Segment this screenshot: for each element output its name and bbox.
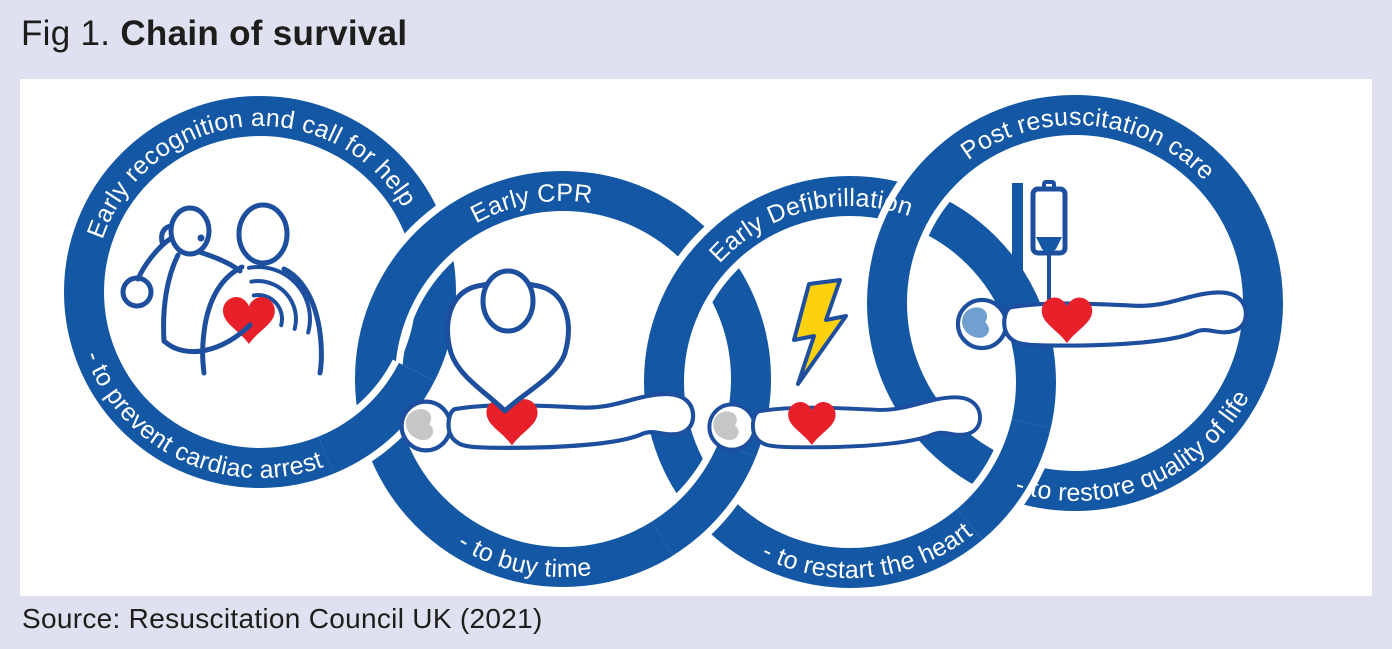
rescuer-head (480, 268, 536, 334)
source-caption: Source: Resuscitation Council UK (2021) (22, 603, 543, 634)
caller-body-line (161, 252, 181, 344)
iv-drip-patient-icon (958, 180, 1246, 348)
caller-and-chest-pain-icon (120, 202, 324, 376)
pain-wave-icon (249, 279, 298, 331)
ring-1-weave-segment (317, 362, 435, 474)
caller-arm-line (193, 248, 243, 274)
caller-hand-to-heart-line (161, 322, 253, 355)
iv-stand-pole (1012, 183, 1023, 309)
chain-of-survival-panel: Early recognition and call for help - to… (20, 79, 1372, 596)
pain-wave-icon (247, 265, 312, 335)
pain-wave-icon (251, 293, 284, 328)
patient-torso-right (281, 266, 324, 376)
iv-bag-fluid (1036, 237, 1062, 253)
phone-mouthpiece-icon (120, 275, 154, 309)
page-title: Chain of survival (120, 14, 408, 53)
chain-rings (64, 88, 1290, 595)
heart-icon (223, 297, 275, 344)
defibrillation-bolt-icon (709, 278, 980, 450)
ring-1-band (64, 96, 456, 488)
phone-handle-icon (135, 236, 173, 282)
caller-head (168, 205, 212, 257)
cpr-compressions-icon (402, 268, 693, 450)
lightning-bolt-icon (792, 278, 848, 386)
figure-label: Fig 1. (21, 14, 111, 53)
chain-of-survival-diagram: Early recognition and call for help - to… (64, 88, 1290, 595)
ring-2-band (355, 171, 771, 587)
ring-4-band (867, 95, 1283, 511)
patient-torso-left (200, 264, 245, 376)
ring-3-weave-segment (956, 418, 1051, 540)
ring-2-weave-segment (651, 441, 756, 556)
caller-mouth-dot (197, 234, 205, 242)
ring-3-band (644, 176, 1056, 588)
chest-pain-patient-head (236, 202, 290, 266)
figure-title: Fig 1. Chain of survival (21, 8, 407, 60)
